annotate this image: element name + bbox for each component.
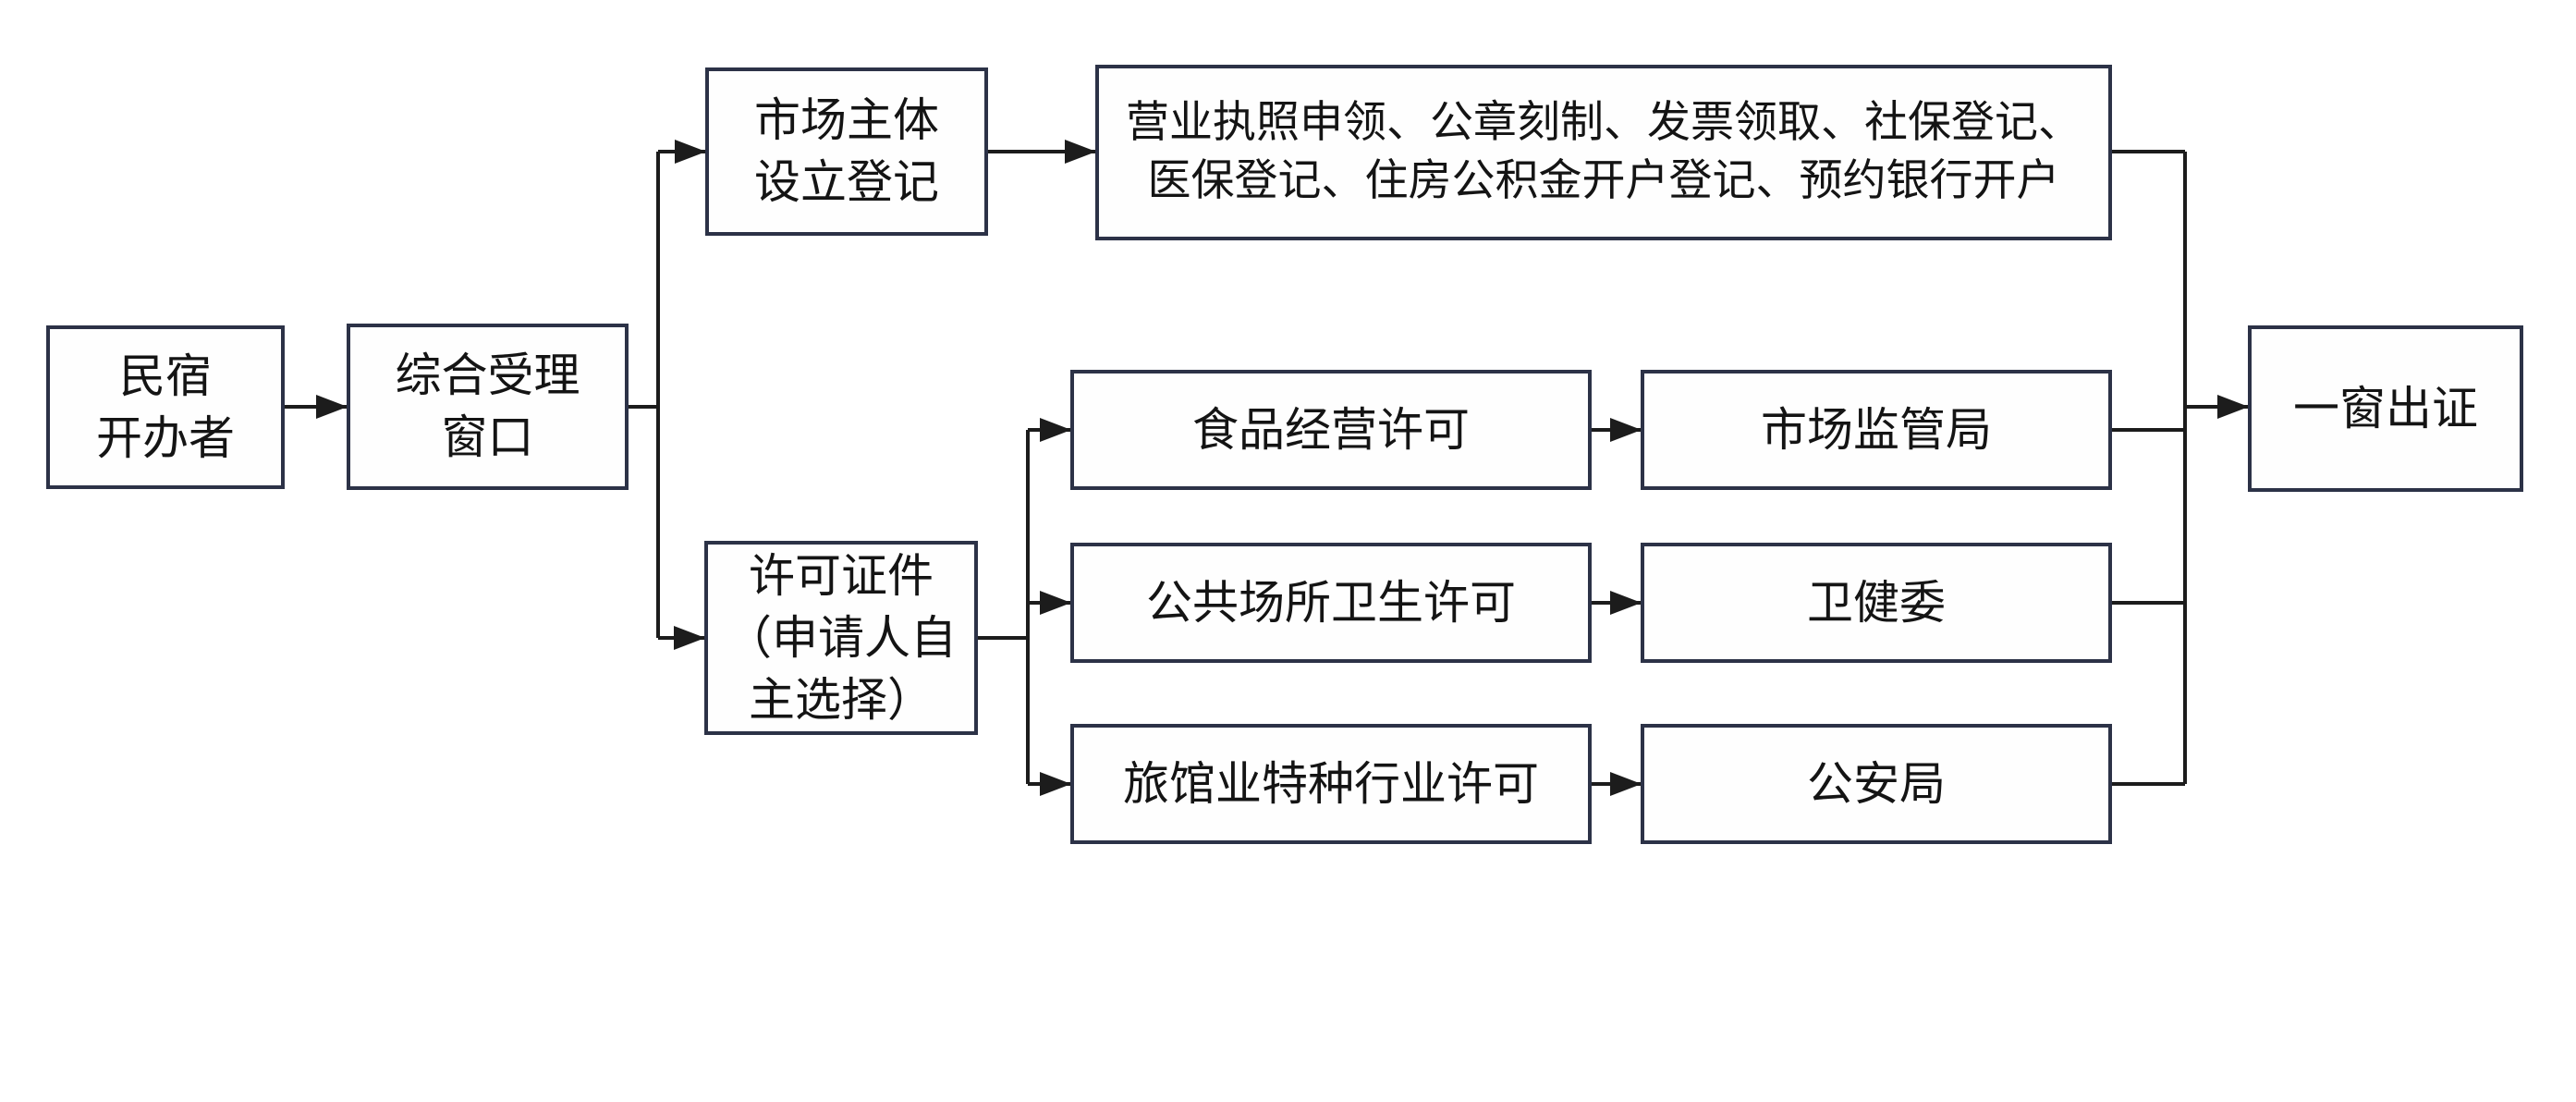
node-market-regulation-bureau: 市场监管局: [1641, 370, 2112, 490]
node-label: 民宿: [119, 349, 212, 402]
node-label: 营业执照申领、公章刻制、发票领取、社保登记、: [1126, 99, 2082, 148]
node-label: 医保登记、住房公积金开户登记、预约银行开户: [1147, 157, 2060, 205]
node-label: 市场监管局: [1761, 403, 1992, 456]
node-hotel-special-industry-permit: 旅馆业特种行业许可: [1070, 724, 1592, 844]
node-label: 公共场所卫生许可: [1146, 576, 1516, 629]
node-permits-optional: 许可证件 （申请人自 主选择）: [704, 541, 978, 735]
node-registration-tasks: 营业执照申领、公章刻制、发票领取、社保登记、 医保登记、住房公积金开户登记、预约…: [1095, 65, 2112, 240]
node-label: 窗口: [441, 411, 534, 463]
node-label: 旅馆业特种行业许可: [1123, 757, 1539, 810]
node-label: 公安局: [1807, 757, 1946, 810]
node-one-window-certificate: 一窗出证: [2248, 325, 2523, 492]
node-public-security-bureau: 公安局: [1641, 724, 2112, 844]
node-label: 设立登记: [754, 156, 939, 208]
node-label: 市场主体: [754, 94, 939, 146]
node-label: 许可证件: [749, 549, 934, 602]
node-label: 食品经营许可: [1192, 403, 1470, 456]
node-health-commission: 卫健委: [1641, 543, 2112, 663]
node-label: 主选择）: [749, 673, 934, 726]
node-label: （申请人自: [726, 611, 957, 664]
node-public-place-hygiene-permit: 公共场所卫生许可: [1070, 543, 1592, 663]
node-label: 卫健委: [1807, 576, 1946, 629]
node-label: 一窗出证: [2293, 382, 2478, 435]
node-label: 开办者: [96, 411, 235, 464]
node-acceptance-window: 综合受理 窗口: [347, 324, 629, 490]
node-food-business-permit: 食品经营许可: [1070, 370, 1592, 490]
node-label: 综合受理: [395, 349, 580, 401]
node-homestay-founder: 民宿 开办者: [46, 325, 285, 489]
node-market-entity-registration: 市场主体 设立登记: [705, 67, 988, 236]
